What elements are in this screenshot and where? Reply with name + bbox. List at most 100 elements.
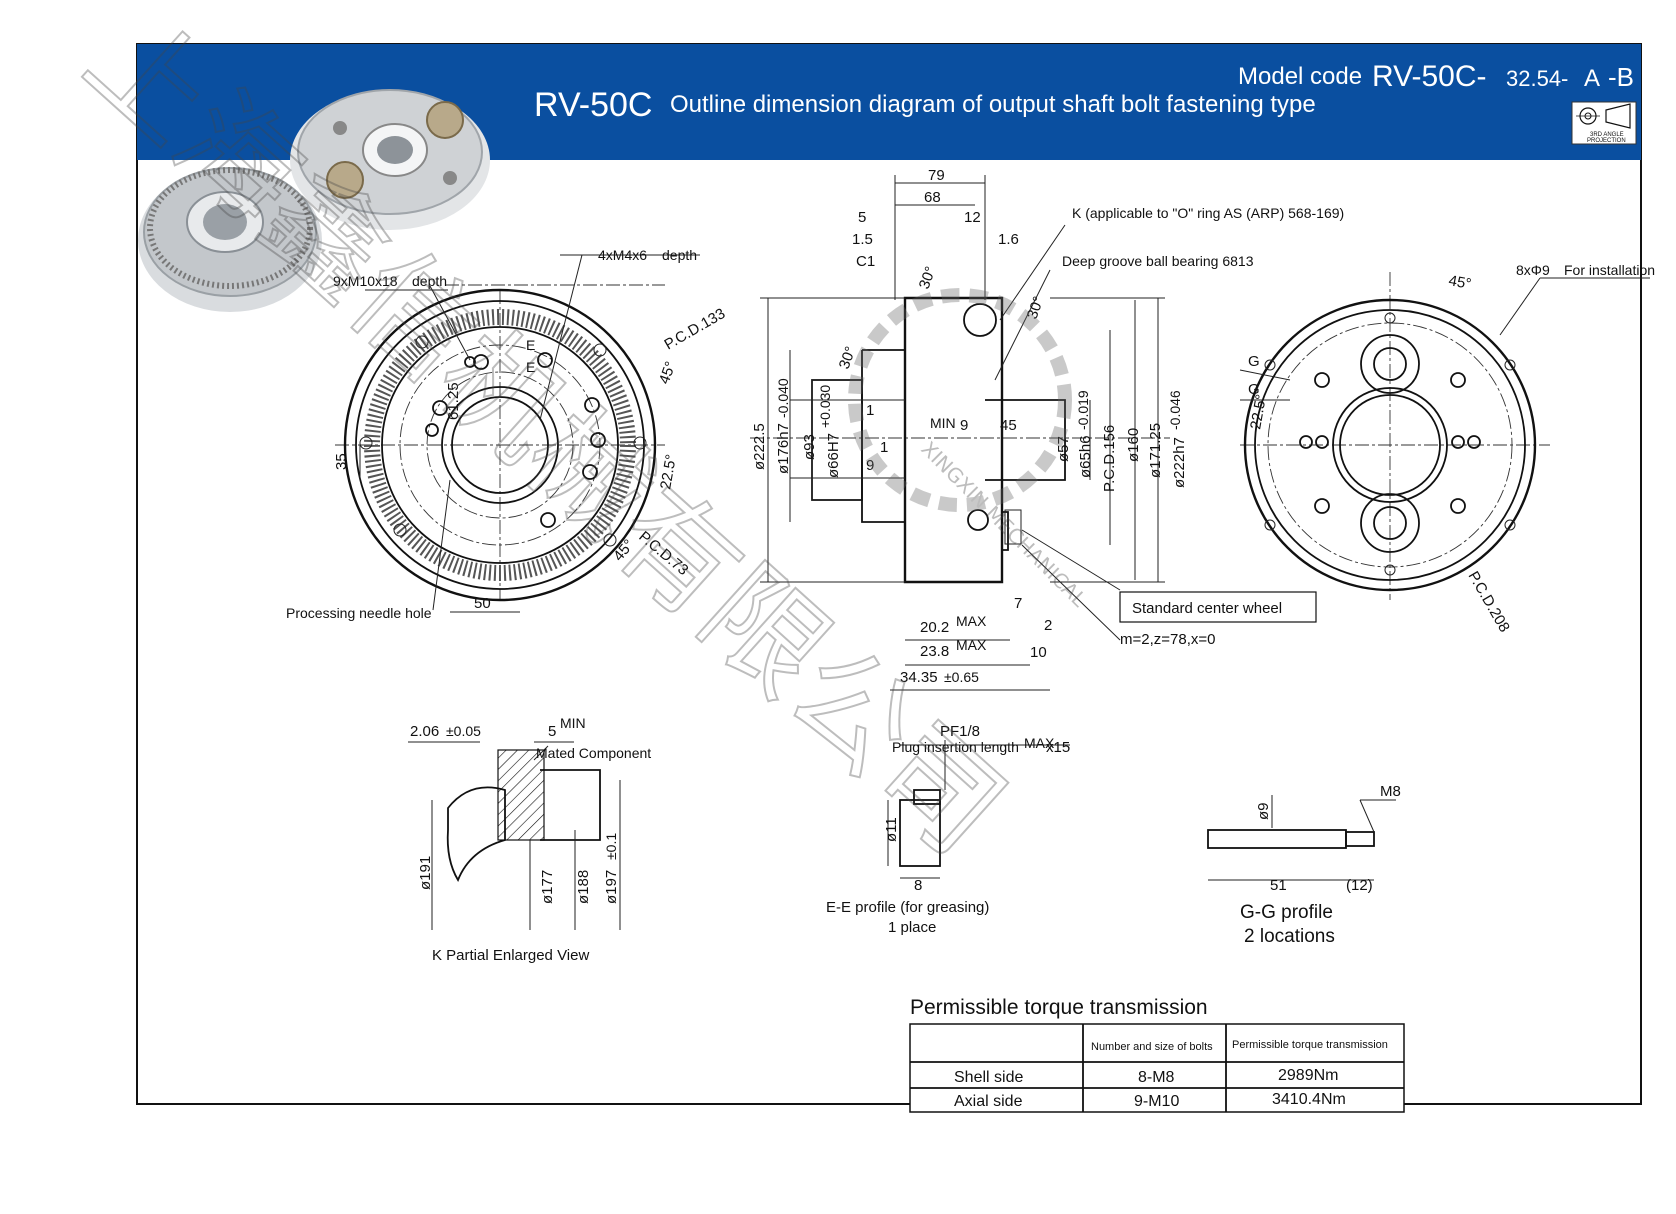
side-dim-3435-tol: ±0.65 bbox=[944, 669, 979, 685]
side-phi-57: ø57 bbox=[1055, 436, 1072, 462]
front-dim-35: 35 bbox=[333, 453, 350, 470]
front-tapped-holes-label: 9xM10x18 bbox=[333, 273, 398, 289]
ee-phi-11: ø11 bbox=[883, 817, 900, 842]
side-phi-65: ø65h6 bbox=[1077, 435, 1094, 478]
side-dim-45: 45 bbox=[1000, 417, 1017, 434]
torque-row-1-bolts: 8-M8 bbox=[1138, 1069, 1175, 1086]
side-phi-222h7: ø222h7 bbox=[1171, 437, 1188, 488]
rear-holes-note: For installation bbox=[1564, 262, 1655, 278]
ee-dim-8: 8 bbox=[914, 877, 922, 894]
gear-spec-label: m=2,z=78,x=0 bbox=[1120, 631, 1215, 648]
model-code-ratio: 32.54- bbox=[1506, 66, 1568, 91]
ee-plug-max: MAX bbox=[1024, 735, 1055, 751]
side-phi-176-tol: -0.040 bbox=[775, 378, 791, 418]
k-dim-206-tol: ±0.05 bbox=[446, 723, 481, 739]
gg-view: M8 ø9 51 (12) G-G profile 2 locations bbox=[1207, 783, 1401, 947]
rear-angle-45: 45° bbox=[1447, 272, 1472, 293]
side-dim-1a: 1 bbox=[866, 402, 874, 419]
side-c1: C1 bbox=[856, 253, 875, 270]
side-dim-3435: 34.35 bbox=[900, 669, 938, 686]
rear-view: 8xΦ9 For installation 45° 22.5° P.C.D.20… bbox=[1239, 262, 1655, 635]
side-phi-222-tol: -0.046 bbox=[1167, 390, 1183, 430]
side-phi-65-tol: -0.019 bbox=[1075, 390, 1091, 430]
torque-row-1-label: Shell side bbox=[954, 1069, 1023, 1086]
side-dim-15: 1.5 bbox=[852, 231, 873, 248]
torque-row-2-bolts: 9-M10 bbox=[1134, 1093, 1179, 1110]
ee-view: PF1/8 Plug insertion length MAX x15 ø11 … bbox=[826, 723, 1070, 936]
k-phi-191: ø191 bbox=[417, 856, 434, 890]
rear-section-g1: G bbox=[1248, 353, 1260, 370]
front-dim-50: 50 bbox=[474, 595, 491, 612]
front-small-holes-label: 4xM4x6 bbox=[598, 247, 647, 263]
gg-caption-1: G-G profile bbox=[1240, 902, 1333, 923]
side-angle-30a: 30° bbox=[916, 264, 940, 291]
side-angle-30b: 30° bbox=[1024, 294, 1048, 321]
series-title: RV-50C bbox=[534, 86, 652, 124]
model-code-a: A bbox=[1584, 65, 1600, 92]
gg-phi-9: ø9 bbox=[1255, 802, 1272, 820]
k-caption: K Partial Enlarged View bbox=[432, 947, 589, 964]
front-tapped-depth-label: depth bbox=[412, 273, 447, 289]
front-small-depth-label: depth bbox=[662, 247, 697, 263]
torque-row-1-torque: 2989Nm bbox=[1278, 1067, 1338, 1084]
gg-dim-12: (12) bbox=[1346, 877, 1373, 894]
center-wheel-label: Standard center wheel bbox=[1132, 600, 1282, 617]
torque-header-2: Permissible torque transmission bbox=[1232, 1039, 1388, 1051]
k-phi-177: ø177 bbox=[539, 870, 556, 904]
rear-section-g2: G bbox=[1248, 381, 1260, 398]
side-angle-30c: 30° bbox=[836, 344, 860, 371]
side-dim-10: 10 bbox=[1030, 644, 1047, 661]
page-title: Outline dimension diagram of output shaf… bbox=[670, 91, 1316, 118]
k-phi-197: ø197 bbox=[603, 870, 620, 904]
ee-plug-label: Plug insertion length bbox=[892, 739, 1019, 755]
rear-bolt-holes bbox=[1299, 372, 1481, 514]
side-dim-9b: 9 bbox=[960, 417, 968, 434]
side-min-label: MIN bbox=[930, 415, 956, 431]
side-dim-7: 7 bbox=[1014, 595, 1022, 612]
side-dim-79: 79 bbox=[928, 167, 945, 184]
side-dim-9a: 9 bbox=[866, 457, 874, 474]
ee-plug-val: x15 bbox=[1046, 739, 1070, 756]
side-dim-12: 12 bbox=[964, 209, 981, 226]
side-dim-1b: 1 bbox=[880, 439, 888, 456]
torque-header-1: Number and size of bolts bbox=[1091, 1041, 1213, 1053]
rear-angle-225: 22.5° bbox=[1247, 393, 1270, 431]
model-code-label: Model code bbox=[1238, 63, 1362, 90]
k-mated-label: Mated Component bbox=[536, 745, 651, 761]
side-dim-16: 1.6 bbox=[998, 231, 1019, 248]
needle-hole-label: Processing needle hole bbox=[286, 605, 432, 621]
side-phi-66-tol: +0.030 bbox=[817, 385, 833, 428]
side-pcd156: P.C.D.156 bbox=[1101, 425, 1118, 492]
model-code-main: RV-50C- bbox=[1372, 60, 1487, 93]
gg-caption-2: 2 locations bbox=[1244, 926, 1335, 947]
torque-table: Permissible torque transmission Number a… bbox=[909, 996, 1405, 1113]
front-angle-225: 22.5° bbox=[657, 453, 680, 491]
side-dim-202: 20.2 bbox=[920, 619, 949, 636]
product-photo bbox=[138, 89, 490, 312]
side-section-view: 79 68 5 1.5 C1 12 1.6 30° 30° 30° 1 1 9 … bbox=[750, 167, 1344, 691]
side-dim-238: 23.8 bbox=[920, 643, 949, 660]
ee-pf-label: PF1/8 bbox=[940, 723, 980, 740]
ee-caption-1: E-E profile (for greasing) bbox=[826, 899, 989, 916]
ee-caption-2: 1 place bbox=[888, 919, 936, 936]
front-section-e1: E bbox=[526, 337, 535, 353]
svg-text:PROJECTION: PROJECTION bbox=[1587, 138, 1626, 144]
torque-row-2-label: Axial side bbox=[954, 1093, 1023, 1110]
rear-holes-label: 8xΦ9 bbox=[1516, 262, 1550, 278]
front-angle-45a: 45° bbox=[656, 359, 680, 386]
center-wheel-box bbox=[1119, 591, 1317, 623]
k-dim-5: 5 bbox=[548, 723, 556, 740]
torque-table-title: Permissible torque transmission bbox=[910, 996, 1208, 1019]
k-dim-206: 2.06 bbox=[410, 723, 439, 740]
side-phi-66: ø66H7 bbox=[825, 433, 842, 478]
side-dim-68: 68 bbox=[924, 189, 941, 206]
side-phi-176: ø176h7 bbox=[775, 423, 792, 474]
side-phi-160: ø160 bbox=[1125, 428, 1142, 462]
side-max-label-2: MAX bbox=[956, 637, 987, 653]
k-min-label: MIN bbox=[560, 715, 586, 731]
side-dim-2: 2 bbox=[1044, 617, 1052, 634]
front-section-e2: E bbox=[526, 359, 535, 375]
front-dim-6125: 61.25 bbox=[445, 382, 462, 420]
side-phi-93: ø93 bbox=[801, 434, 818, 460]
